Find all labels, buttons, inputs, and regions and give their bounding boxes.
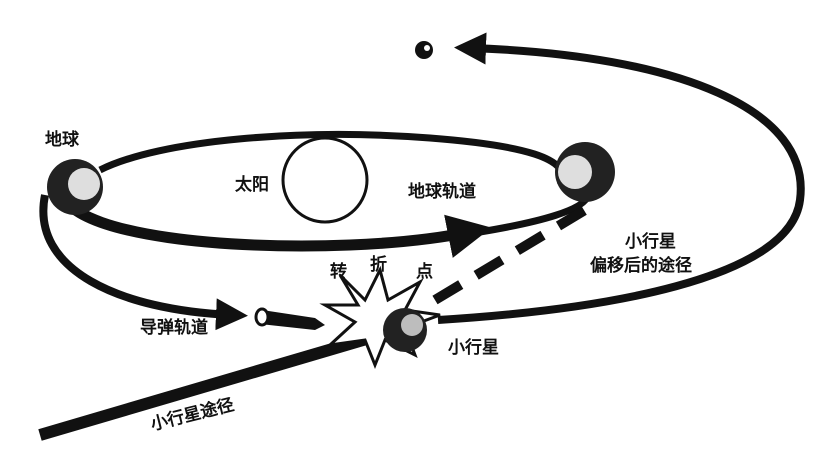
label-sun: 太阳 bbox=[235, 175, 269, 195]
asteroid-path bbox=[38, 329, 382, 441]
earth-orbit-path bbox=[98, 131, 566, 187]
asteroid-deflected bbox=[415, 41, 433, 59]
label-turning-1: 转 bbox=[330, 262, 347, 282]
sun bbox=[281, 136, 369, 224]
label-missile-orbit: 导弹轨道 bbox=[140, 318, 208, 338]
label-turning-3: 点 bbox=[416, 262, 433, 282]
missile-trajectory bbox=[39, 194, 248, 331]
original-path-dashed bbox=[432, 205, 588, 305]
explosion-burst bbox=[319, 265, 441, 370]
deflected-path bbox=[437, 32, 805, 324]
earth-orbit-lower bbox=[60, 196, 492, 258]
label-deflected-path-2: 偏移后的途径 bbox=[590, 256, 692, 276]
label-turning-2: 折 bbox=[370, 255, 387, 275]
label-earth: 地球 bbox=[45, 130, 79, 150]
label-earth-orbit: 地球轨道 bbox=[408, 182, 476, 202]
missile bbox=[260, 310, 325, 330]
label-asteroid: 小行星 bbox=[448, 338, 499, 358]
label-deflected-path-1: 小行星 bbox=[625, 232, 676, 252]
